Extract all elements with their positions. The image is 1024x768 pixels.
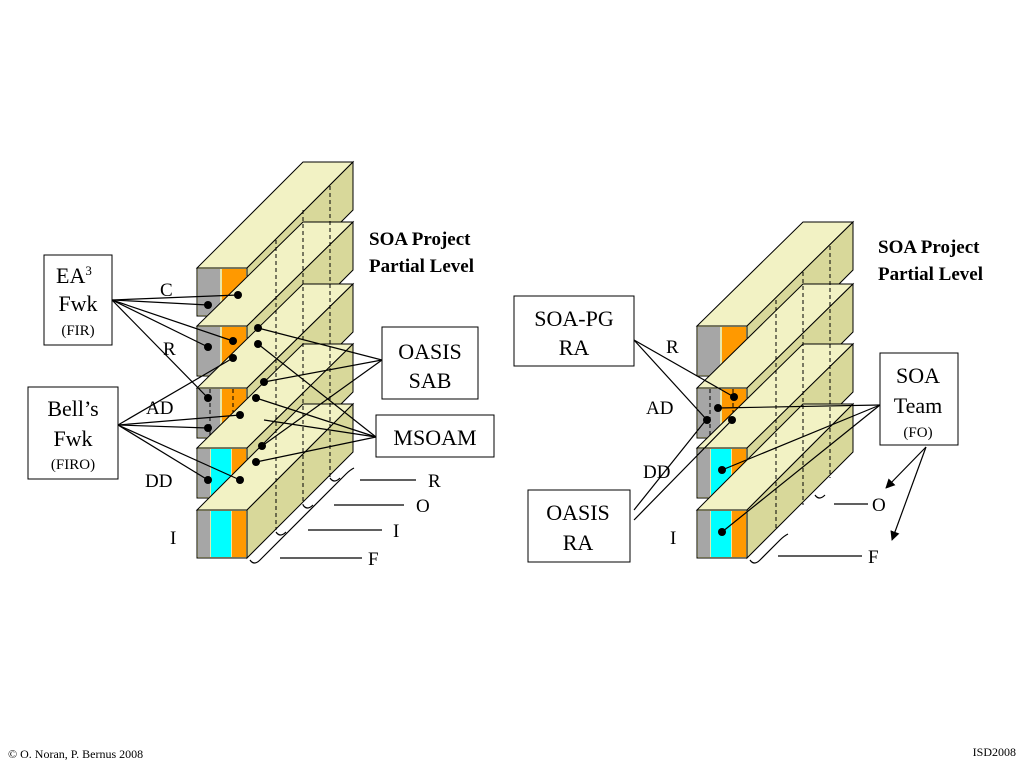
soa-pg-line1: SOA-PG	[534, 306, 614, 331]
right-phase-label-f: F	[868, 547, 879, 568]
soa-team-box	[879, 352, 959, 446]
left-block-stack	[195, 160, 355, 564]
left-row-label-c: C	[160, 280, 173, 301]
oasis-ra-line2: RA	[563, 530, 594, 555]
soa-team-line3: (FO)	[903, 425, 932, 441]
bells-framework-box	[27, 386, 119, 480]
left-phase-label-r: R	[428, 471, 441, 492]
right-connection-dots	[703, 393, 738, 536]
right-block-stack	[695, 220, 855, 564]
right-row-label-dd: DD	[643, 462, 670, 483]
left-phase-label-i: I	[393, 521, 399, 542]
ea3-box-line1: EA3	[56, 263, 92, 288]
msoam-box	[375, 414, 495, 458]
left-row-label-i: I	[170, 528, 176, 549]
bells-box-line3: (FIRO)	[51, 457, 95, 473]
right-connection-lines	[633, 339, 927, 541]
bells-box-line1: Bell’s	[47, 396, 98, 421]
soa-pg-ra-box	[513, 295, 635, 367]
left-phase-label-o: O	[416, 496, 430, 517]
left-title-line1: SOA Project	[369, 229, 471, 250]
oasis-ra-line1: OASIS	[546, 500, 610, 525]
left-row-label-r: R	[163, 339, 176, 360]
oasis-sab-line1: OASIS	[398, 339, 462, 364]
msoam-line1: MSOAM	[393, 425, 476, 450]
left-connection-lines	[111, 294, 383, 481]
oasis-sab-box	[381, 326, 479, 400]
left-row-label-dd: DD	[145, 471, 172, 492]
right-row-label-r: R	[666, 337, 679, 358]
oasis-sab-line2: SAB	[409, 368, 452, 393]
ea3-box-line2: Fwk	[58, 291, 97, 316]
left-connection-dots	[204, 291, 268, 484]
footer-conference: ISD2008	[972, 745, 1016, 759]
left-block-i	[195, 402, 355, 560]
left-phase-label-f: F	[368, 549, 379, 570]
right-title-line1: SOA Project	[878, 237, 980, 258]
soa-team-line1: SOA	[896, 363, 940, 388]
left-title-line2: Partial Level	[369, 256, 474, 277]
soa-team-line2: Team	[894, 393, 943, 418]
ea3-box-line3: (FIR)	[61, 323, 94, 339]
soa-pg-line2: RA	[559, 335, 590, 360]
footer-copyright: © O. Noran, P. Bernus 2008	[8, 747, 144, 761]
right-title-line2: Partial Level	[878, 264, 983, 285]
right-row-label-i: I	[670, 528, 676, 549]
right-phase-label-o: O	[872, 495, 886, 516]
bells-box-line2: Fwk	[53, 426, 92, 451]
oasis-ra-box	[527, 489, 631, 563]
left-row-label-ad: AD	[146, 398, 173, 419]
right-row-label-ad: AD	[646, 398, 673, 419]
